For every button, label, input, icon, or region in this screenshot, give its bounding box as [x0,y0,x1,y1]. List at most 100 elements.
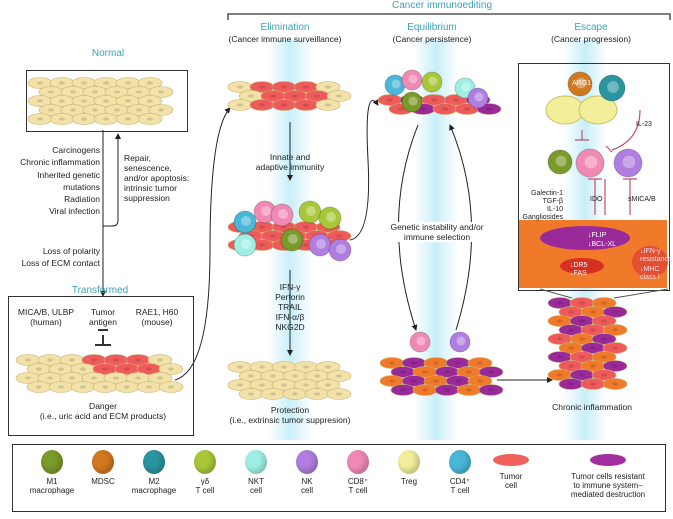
normal-tissue-cell-nucleus [158,90,164,94]
immune-cell [401,69,423,91]
normal-tissue-cell [137,95,163,107]
normal-tissue-cell-nucleus [48,90,54,94]
escape-tumor-mass-cell-nucleus [612,310,618,314]
escape-tumor-mass-cell-nucleus [601,301,607,305]
phase-equilibrium-title: Equilibrium [407,22,457,33]
legend-item: NK cell [281,448,333,495]
chronic-inflammation-label: Chronic inflammation [552,402,632,412]
elimination-tissue-cell [315,81,341,93]
legend-item: Tumor cell [485,448,537,490]
cause-item: Radiation [64,194,100,205]
immune-cell-nucleus [408,96,418,106]
protected-tissue-cell-nucleus [281,383,287,387]
protected-tissue-cell-nucleus [303,365,309,369]
ifn-resistance-label: ↓IFN-γ resistance [640,248,672,263]
escape-tumor-cell-nucleus [422,388,428,392]
inhibition-arrows [575,109,641,215]
escape-tumor-mass-cell-nucleus [590,364,596,368]
protected-tissue-cell-nucleus [237,383,243,387]
transformed-tissue-cell [147,354,173,366]
loss-of-polarity: Loss of polarity [42,246,100,256]
elimination-tissue-cell-nucleus [303,85,309,89]
immune-cell [280,228,304,252]
escape-tumor-mass-cell-nucleus [601,355,607,359]
phase-elimination-title: Elimination [260,22,310,33]
legend-item: γδ T cell [179,448,231,495]
inset-zoom-lines [539,288,669,299]
immune-cell-nucleus [306,206,316,216]
header-title: Cancer immunoediting [391,0,493,11]
mhc-label: ↓MHC class I [640,266,660,281]
escape-tumor-cell [467,375,493,387]
elimination-tissue-cell-nucleus [237,85,243,89]
protected-tissue-cell [326,370,352,382]
normal-tissue-cell-nucleus [81,117,87,121]
legend-item: MDSC [77,448,129,486]
elimination-tissue-cell-nucleus [292,94,298,98]
elimination-tumor-cell-nucleus [303,225,309,229]
escape-tumor-mass-cell-nucleus [601,373,607,377]
elimination-tissue-cell-nucleus [325,103,331,107]
normal-tissue-cell-nucleus [59,81,65,85]
elimination-tissue-cell-nucleus [259,85,265,89]
m2-macrophage-cell-nucleus [607,81,619,93]
protected-tissue-cell-nucleus [336,392,342,396]
elimination-tissue-cell-nucleus [270,94,276,98]
immune-cell-nucleus [278,209,288,219]
selection-label: Genetic instability and/or immune select… [390,222,484,242]
transformed-tissue-cell-nucleus [146,385,152,389]
transformed-tissue-cell-nucleus [58,385,64,389]
escape-tumor-cell-nucleus [488,370,494,374]
nk-cell [449,331,471,353]
normal-tissue-cell-nucleus [136,108,142,112]
normal-tissue-cell-nucleus [114,90,120,94]
normal-tissue-cell-nucleus [37,81,43,85]
transformed-tissue-cell-nucleus [157,358,163,362]
equilibrium-tumor-cell-nucleus [453,98,459,102]
protection-label: Protection (i.e., extrinsic tumor suppre… [229,405,351,425]
escape-tumor-cell-nucleus [389,379,395,383]
escape-tumor-mass-cell-nucleus [568,346,574,350]
protected-tissue-cell-nucleus [314,374,320,378]
suppressors-label: Galectin-1 TGF-β IL-10 Gangliosides [522,190,563,221]
transformed-tissue-cell-nucleus [157,376,163,380]
m1-macrophage-cell [547,149,573,175]
transformed-tissue-cell-nucleus [69,376,75,380]
escape-tumor-mass-cell-nucleus [590,346,596,350]
escape-tumor-cell-nucleus [455,361,461,365]
transformed-tissue-cell-nucleus [102,367,108,371]
escape-tumor-mass-cell-nucleus [590,310,596,314]
transformed-tissue-cell [147,372,173,384]
normal-tissue-cell-nucleus [136,90,142,94]
normal-tissue-cell-nucleus [103,117,109,121]
escape-tumor-cell [478,384,504,396]
protected-tissue-cell-nucleus [292,374,298,378]
nk-cell [613,148,643,178]
immune-cell [421,71,443,93]
legend-swatch-icon [245,450,267,474]
transformed-tissue-cell-nucleus [91,358,97,362]
transformed-tissue-cell-nucleus [80,367,86,371]
normal-tissue-cell-nucleus [125,81,131,85]
legend-box [12,444,666,512]
normal-tissue-cell-nucleus [70,90,76,94]
normal-tissue-cell-nucleus [92,108,98,112]
transformed-title: Transformed [71,285,129,296]
escape-tumor-mass-cell-nucleus [568,310,574,314]
equilibrium-tumor-cell-nucleus [420,107,426,111]
transformed-tissue-cell-nucleus [113,358,119,362]
legend-label: γδ T cell [195,477,215,495]
equilibrium-tumor-cell-nucleus [486,107,492,111]
legend-swatch-icon [449,450,471,474]
phase-elimination-subtitle: (Cancer immune surveillance) [228,34,342,44]
normal-tissue-cell-nucleus [147,117,153,121]
inset-resistant-cell [540,226,630,250]
normal-tissue-cell [137,77,163,89]
escape-tumor-mass-cell-nucleus [579,355,585,359]
normal-tissue-cell [137,113,163,125]
elimination-tumor-cell-nucleus [281,225,287,229]
bclx-label: ↓BCL-XL [588,241,617,248]
